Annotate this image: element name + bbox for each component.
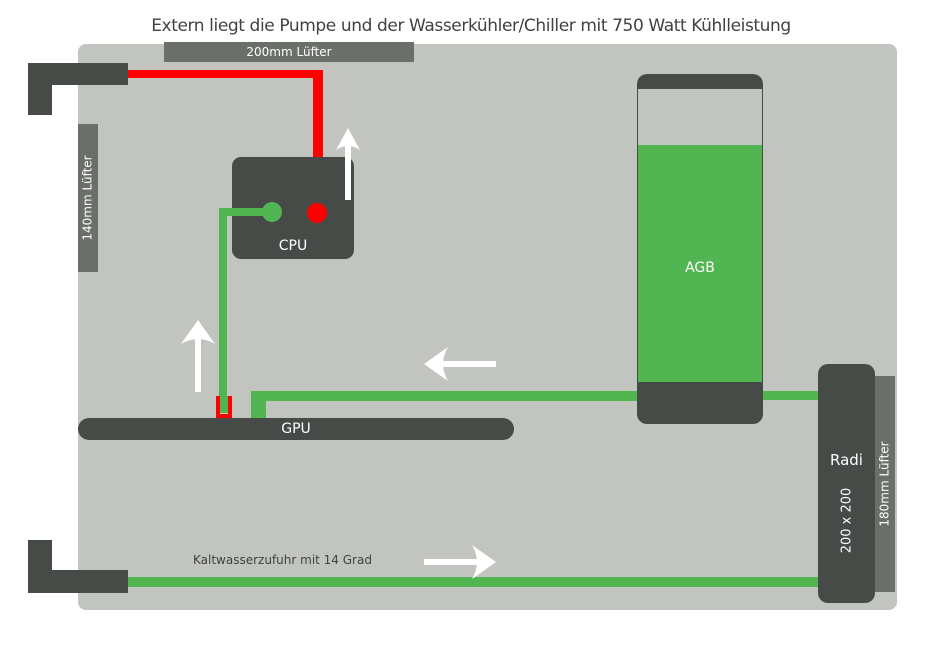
- diagram-title: Extern liegt die Pumpe und der Wasserküh…: [151, 16, 791, 36]
- reservoir-coolant-level: [638, 145, 762, 382]
- cold-pipe-agb-to-gpu: [251, 391, 641, 401]
- cpu-inlet-port: [262, 202, 282, 222]
- cold-pipe-radi-to-agb: [763, 391, 818, 400]
- gpu-label: GPU: [281, 421, 311, 437]
- gpu-block: GPU: [78, 418, 514, 440]
- fan-140mm-left: 140mm Lüfter: [78, 124, 98, 272]
- inlet-fitting-horizontal: [28, 570, 128, 593]
- reservoir-label: AGB: [685, 260, 715, 276]
- flow-arrow-up-icon: [336, 128, 360, 200]
- hot-pipe-horizontal: [128, 70, 323, 78]
- reservoir-agb: AGB: [637, 74, 763, 424]
- flow-arrow-right-icon: [424, 545, 496, 579]
- flow-arrow-left-icon: [424, 347, 496, 381]
- fan-200mm-label: 200mm Lüfter: [246, 45, 332, 59]
- fan-180mm-label: 180mm Lüfter: [878, 441, 892, 527]
- inlet-caption: Kaltwasserzufuhr mit 14 Grad: [193, 553, 372, 567]
- cold-pipe-cpu-horizontal: [219, 208, 272, 216]
- gpu-outlet-inner: [220, 396, 228, 413]
- fan-140mm-label: 140mm Lüfter: [81, 155, 95, 241]
- hot-pipe-vertical: [313, 70, 323, 213]
- fan-200mm-top: 200mm Lüfter: [164, 42, 414, 62]
- gpu-outlet-connector: [216, 396, 232, 418]
- fan-180mm-right: 180mm Lüfter: [875, 376, 895, 592]
- radiator-size-wrap: 200 x 200: [818, 470, 875, 570]
- radiator-label: Radi: [830, 451, 863, 469]
- cpu-outlet-port: [307, 203, 327, 223]
- flow-arrow-up-icon: [181, 320, 215, 392]
- cold-pipe-cpu-vertical: [219, 208, 227, 412]
- reservoir-empty-space: [638, 89, 762, 145]
- radiator-size-label: 200 x 200: [839, 487, 854, 553]
- cold-water-inlet-pipe: [128, 577, 818, 587]
- outlet-fitting-horizontal: [28, 63, 128, 85]
- cpu-label: CPU: [278, 238, 308, 254]
- radiator: [818, 364, 875, 603]
- outlet-fitting-vertical: [28, 63, 52, 115]
